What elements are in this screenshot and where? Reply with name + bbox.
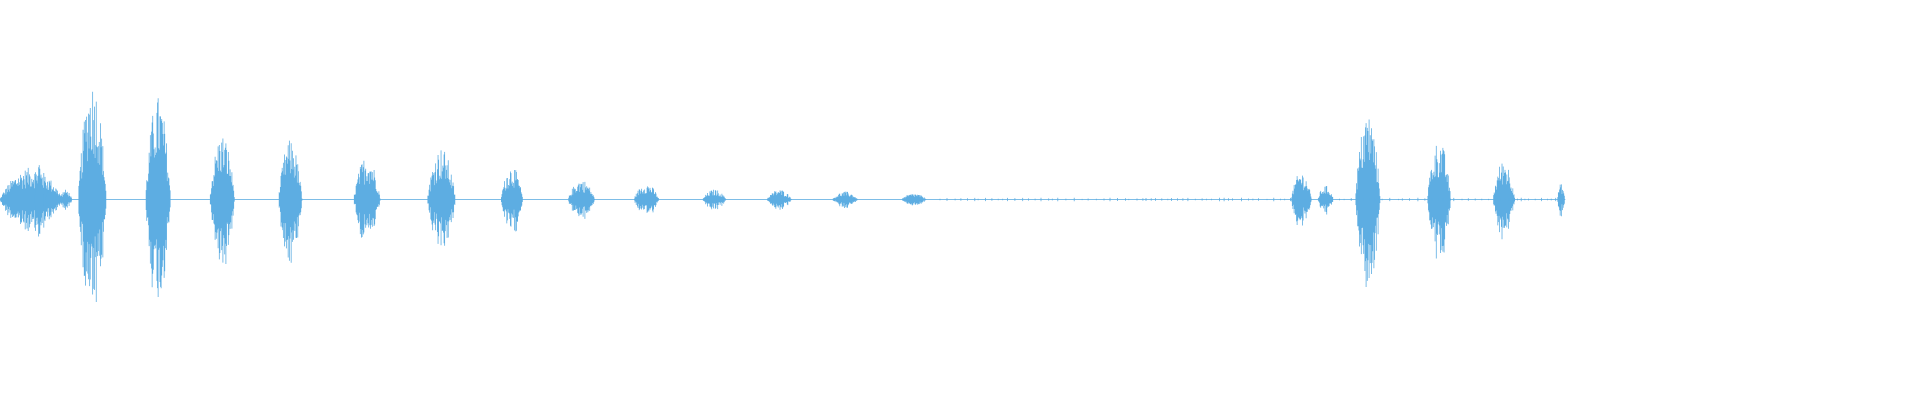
waveform-burst bbox=[767, 190, 792, 210]
waveform-burst bbox=[568, 181, 595, 219]
waveform-burst-shape bbox=[59, 189, 72, 210]
waveform-burst bbox=[427, 150, 456, 246]
waveform-burst bbox=[145, 98, 171, 298]
waveform-burst bbox=[34, 165, 44, 237]
waveform-burst-shape bbox=[901, 194, 927, 206]
waveform-burst-shape bbox=[1493, 163, 1516, 240]
waveform-burst-shape bbox=[832, 191, 858, 208]
waveform-burst bbox=[1291, 175, 1312, 226]
waveform-burst bbox=[1317, 185, 1334, 215]
waveform-burst-shape bbox=[1557, 184, 1566, 217]
waveform-burst-shape bbox=[702, 189, 727, 210]
waveform-burst bbox=[278, 140, 303, 263]
waveform-burst bbox=[702, 189, 727, 210]
waveform-burst-shape bbox=[1427, 145, 1452, 259]
waveform-burst bbox=[209, 138, 235, 264]
waveform-burst-shape bbox=[278, 140, 303, 263]
waveform-burst bbox=[501, 169, 523, 232]
waveform-burst bbox=[1427, 145, 1452, 259]
waveform-burst bbox=[634, 186, 659, 213]
waveform-burst-shape bbox=[145, 98, 171, 298]
waveform-burst bbox=[1557, 184, 1566, 217]
waveform-burst-shape bbox=[209, 138, 235, 264]
waveform-burst-shape bbox=[45, 185, 57, 215]
waveform-burst-shape bbox=[568, 181, 595, 219]
waveform-burst-shape bbox=[634, 186, 659, 213]
waveform-burst-shape bbox=[1317, 185, 1334, 215]
waveform-burst-shape bbox=[34, 165, 44, 237]
waveform-burst bbox=[832, 191, 858, 208]
waveform-burst bbox=[353, 160, 381, 238]
waveform-bursts bbox=[0, 91, 1566, 302]
waveform-burst-shape bbox=[78, 91, 107, 302]
waveform-burst bbox=[1493, 163, 1516, 240]
waveform-burst-shape bbox=[767, 190, 792, 210]
waveform-burst-shape bbox=[353, 160, 381, 238]
waveform-burst bbox=[901, 194, 927, 206]
waveform-burst bbox=[78, 91, 107, 302]
waveform-burst-shape bbox=[501, 169, 523, 232]
waveform-burst-shape bbox=[427, 150, 456, 246]
waveform-burst bbox=[59, 189, 72, 210]
waveform-burst bbox=[1355, 119, 1381, 288]
waveform-burst bbox=[45, 185, 57, 215]
waveform-noise bbox=[939, 197, 1560, 202]
waveform-burst-shape bbox=[1291, 175, 1312, 226]
waveform-burst-shape bbox=[1355, 119, 1381, 288]
